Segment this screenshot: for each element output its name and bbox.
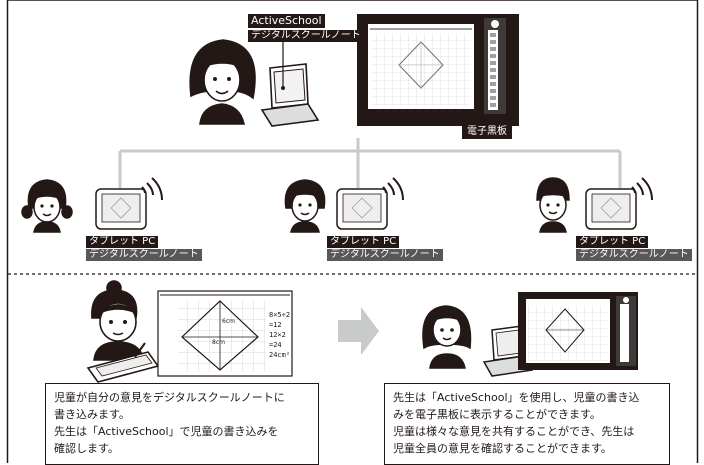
teacher-figure-2 (422, 305, 472, 369)
caption-right: 先生は「ActiveSchool」を使用し、児童の書き込 みを電子黒板に表示する… (384, 383, 670, 465)
calc-line-4: =24 (269, 341, 282, 349)
student-tablets (95, 177, 653, 230)
outer-frame (6, 0, 699, 463)
student-1-figure (21, 179, 73, 233)
notebook-calculation: 8×5÷2 =12 12×2 =24 24cm² (269, 310, 290, 360)
calc-line-3: 12×2 (269, 331, 286, 339)
student-3-figure (536, 177, 570, 233)
caption-left: 児童が自分の意見をデジタルスクールノートに 書き込みます。 先生は「Active… (45, 383, 319, 465)
caption-left-line-2: 書き込みます。 (54, 408, 130, 421)
teacher-laptop (260, 42, 320, 127)
student-3-app-label: デジタルスクールノート (576, 249, 692, 261)
electronic-whiteboard (357, 14, 519, 126)
activeschool-label: ActiveSchool (248, 14, 325, 28)
notebook-page (157, 290, 293, 377)
caption-left-line-1: 児童が自分の意見をデジタルスクールノートに (54, 391, 285, 404)
student-3-device-label: タブレット PC (576, 236, 649, 248)
student-1-device-label: タブレット PC (86, 236, 159, 248)
writing-student (86, 280, 160, 383)
calc-line-5: 24cm² (269, 351, 291, 359)
calc-line-2: =12 (269, 321, 282, 329)
whiteboard-label: 電子黒板 (462, 125, 512, 139)
flow-arrow (338, 307, 379, 355)
student-2-figure (284, 179, 326, 233)
network-lines (118, 138, 622, 188)
teacher-digital-note-label: デジタルスクールノート (248, 30, 364, 42)
teacher-figure (189, 39, 256, 125)
student-2-app-label: デジタルスクールノート (327, 249, 443, 261)
caption-right-line-4: 児童全員の意見を確認することができます。 (393, 442, 612, 455)
caption-left-line-4: 確認します。 (54, 442, 119, 455)
electronic-whiteboard-2 (518, 292, 638, 370)
caption-right-line-1: 先生は「ActiveSchool」を使用し、児童の書き込 (393, 391, 640, 404)
calc-line-1: 8×5÷2 (269, 311, 291, 319)
dim-label-horizontal: 8cm (212, 339, 225, 346)
student-2-device-label: タブレット PC (327, 236, 400, 248)
caption-right-line-2: みを電子黒板に表示することができます。 (393, 408, 601, 421)
caption-left-line-3: 先生は「ActiveSchool」で児童の書き込みを (54, 425, 279, 438)
dim-label-vertical: 6cm (222, 318, 235, 325)
caption-right-line-3: 児童は様々な意見を共有することができ、先生は (393, 425, 635, 438)
student-1-app-label: デジタルスクールノート (86, 249, 202, 261)
